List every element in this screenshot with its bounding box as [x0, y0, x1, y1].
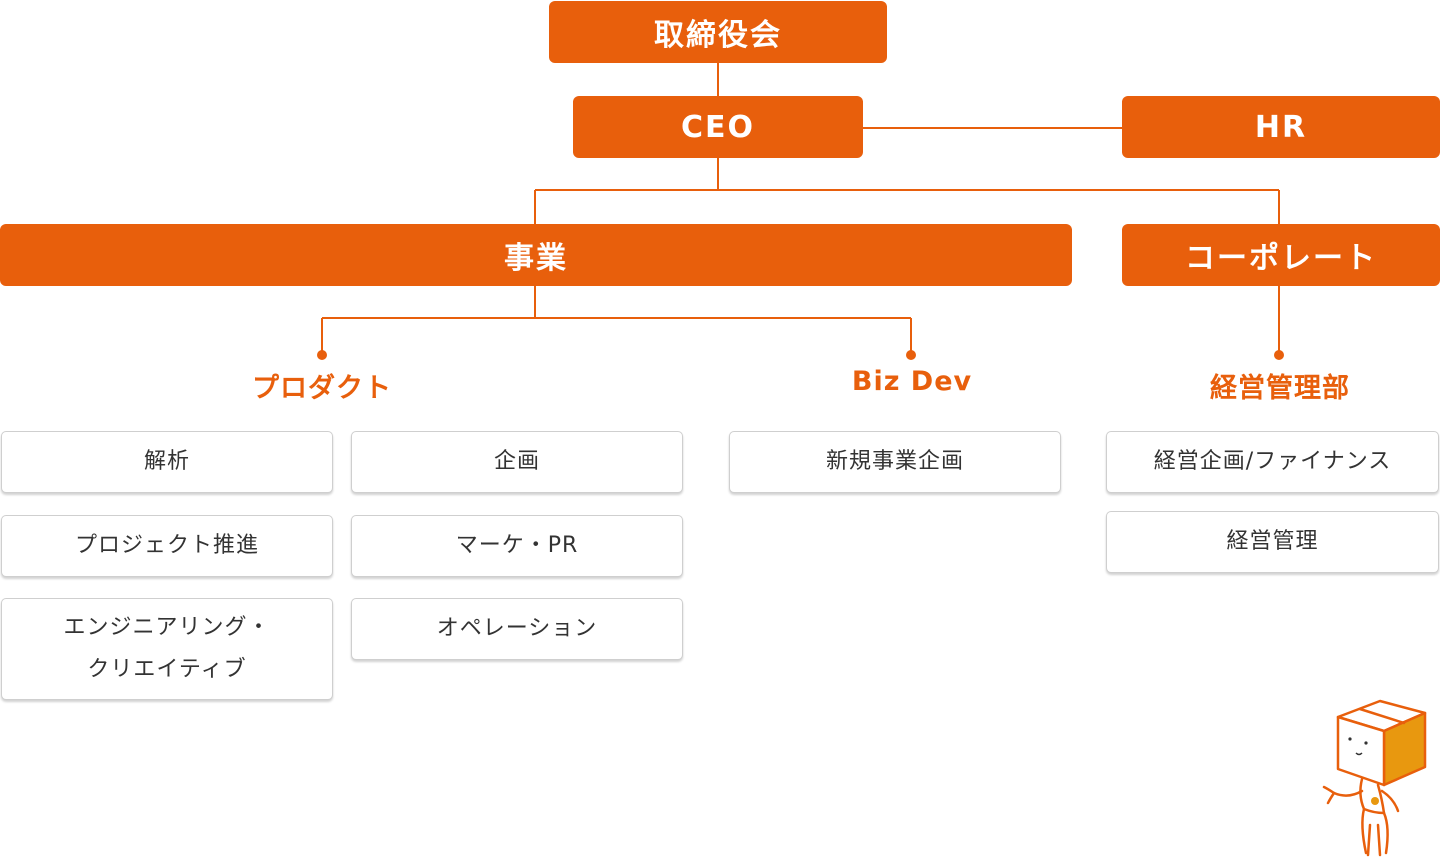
corporate-box: コーポレート [1122, 224, 1440, 286]
section-management-title: 経営管理部 [1210, 373, 1350, 404]
item-new-business-label: 新規事業企画 [825, 449, 964, 474]
ceo-box: CEO [573, 96, 863, 158]
item-finance: 経営企画/ファイナンス [1106, 431, 1439, 493]
item-operation-label: オペレーション [436, 616, 598, 641]
item-marketing-label: マーケ・PR [455, 533, 579, 558]
business-box: 事業 [0, 224, 1072, 286]
item-admin: 経営管理 [1106, 511, 1439, 573]
corporate-label: コーポレート [1185, 241, 1377, 276]
item-planning-label: 企画 [493, 449, 540, 474]
hr-label: HR [1254, 109, 1308, 145]
item-new-business: 新規事業企画 [729, 431, 1061, 493]
item-engineering-label-1: エンジニアリング・ [63, 615, 271, 640]
item-operation: オペレーション [351, 598, 683, 660]
item-project: プロジェクト推進 [1, 515, 333, 577]
item-analysis: 解析 [1, 431, 333, 493]
hr-box: HR [1122, 96, 1440, 158]
product-dot [317, 350, 327, 360]
bizdev-dot [906, 350, 916, 360]
management-dot [1274, 350, 1284, 360]
board-label: 取締役会 [654, 18, 782, 53]
item-engineering: エンジニアリング・ クリエイティブ [1, 598, 333, 700]
item-marketing: マーケ・PR [351, 515, 683, 577]
box-head-mascot-icon [1322, 699, 1427, 857]
item-engineering-label-2: クリエイティブ [87, 657, 247, 682]
item-finance-label: 経営企画/ファイナンス [1153, 449, 1392, 474]
section-product-title: プロダクト [252, 373, 392, 404]
item-analysis-label: 解析 [143, 449, 190, 474]
item-project-label: プロジェクト推進 [74, 533, 259, 558]
board-box: 取締役会 [549, 1, 887, 63]
ceo-label: CEO [680, 109, 755, 145]
business-label: 事業 [504, 241, 568, 276]
item-admin-label: 経営管理 [1226, 529, 1319, 554]
item-planning: 企画 [351, 431, 683, 493]
section-bizdev-title: Biz Dev [851, 366, 973, 397]
